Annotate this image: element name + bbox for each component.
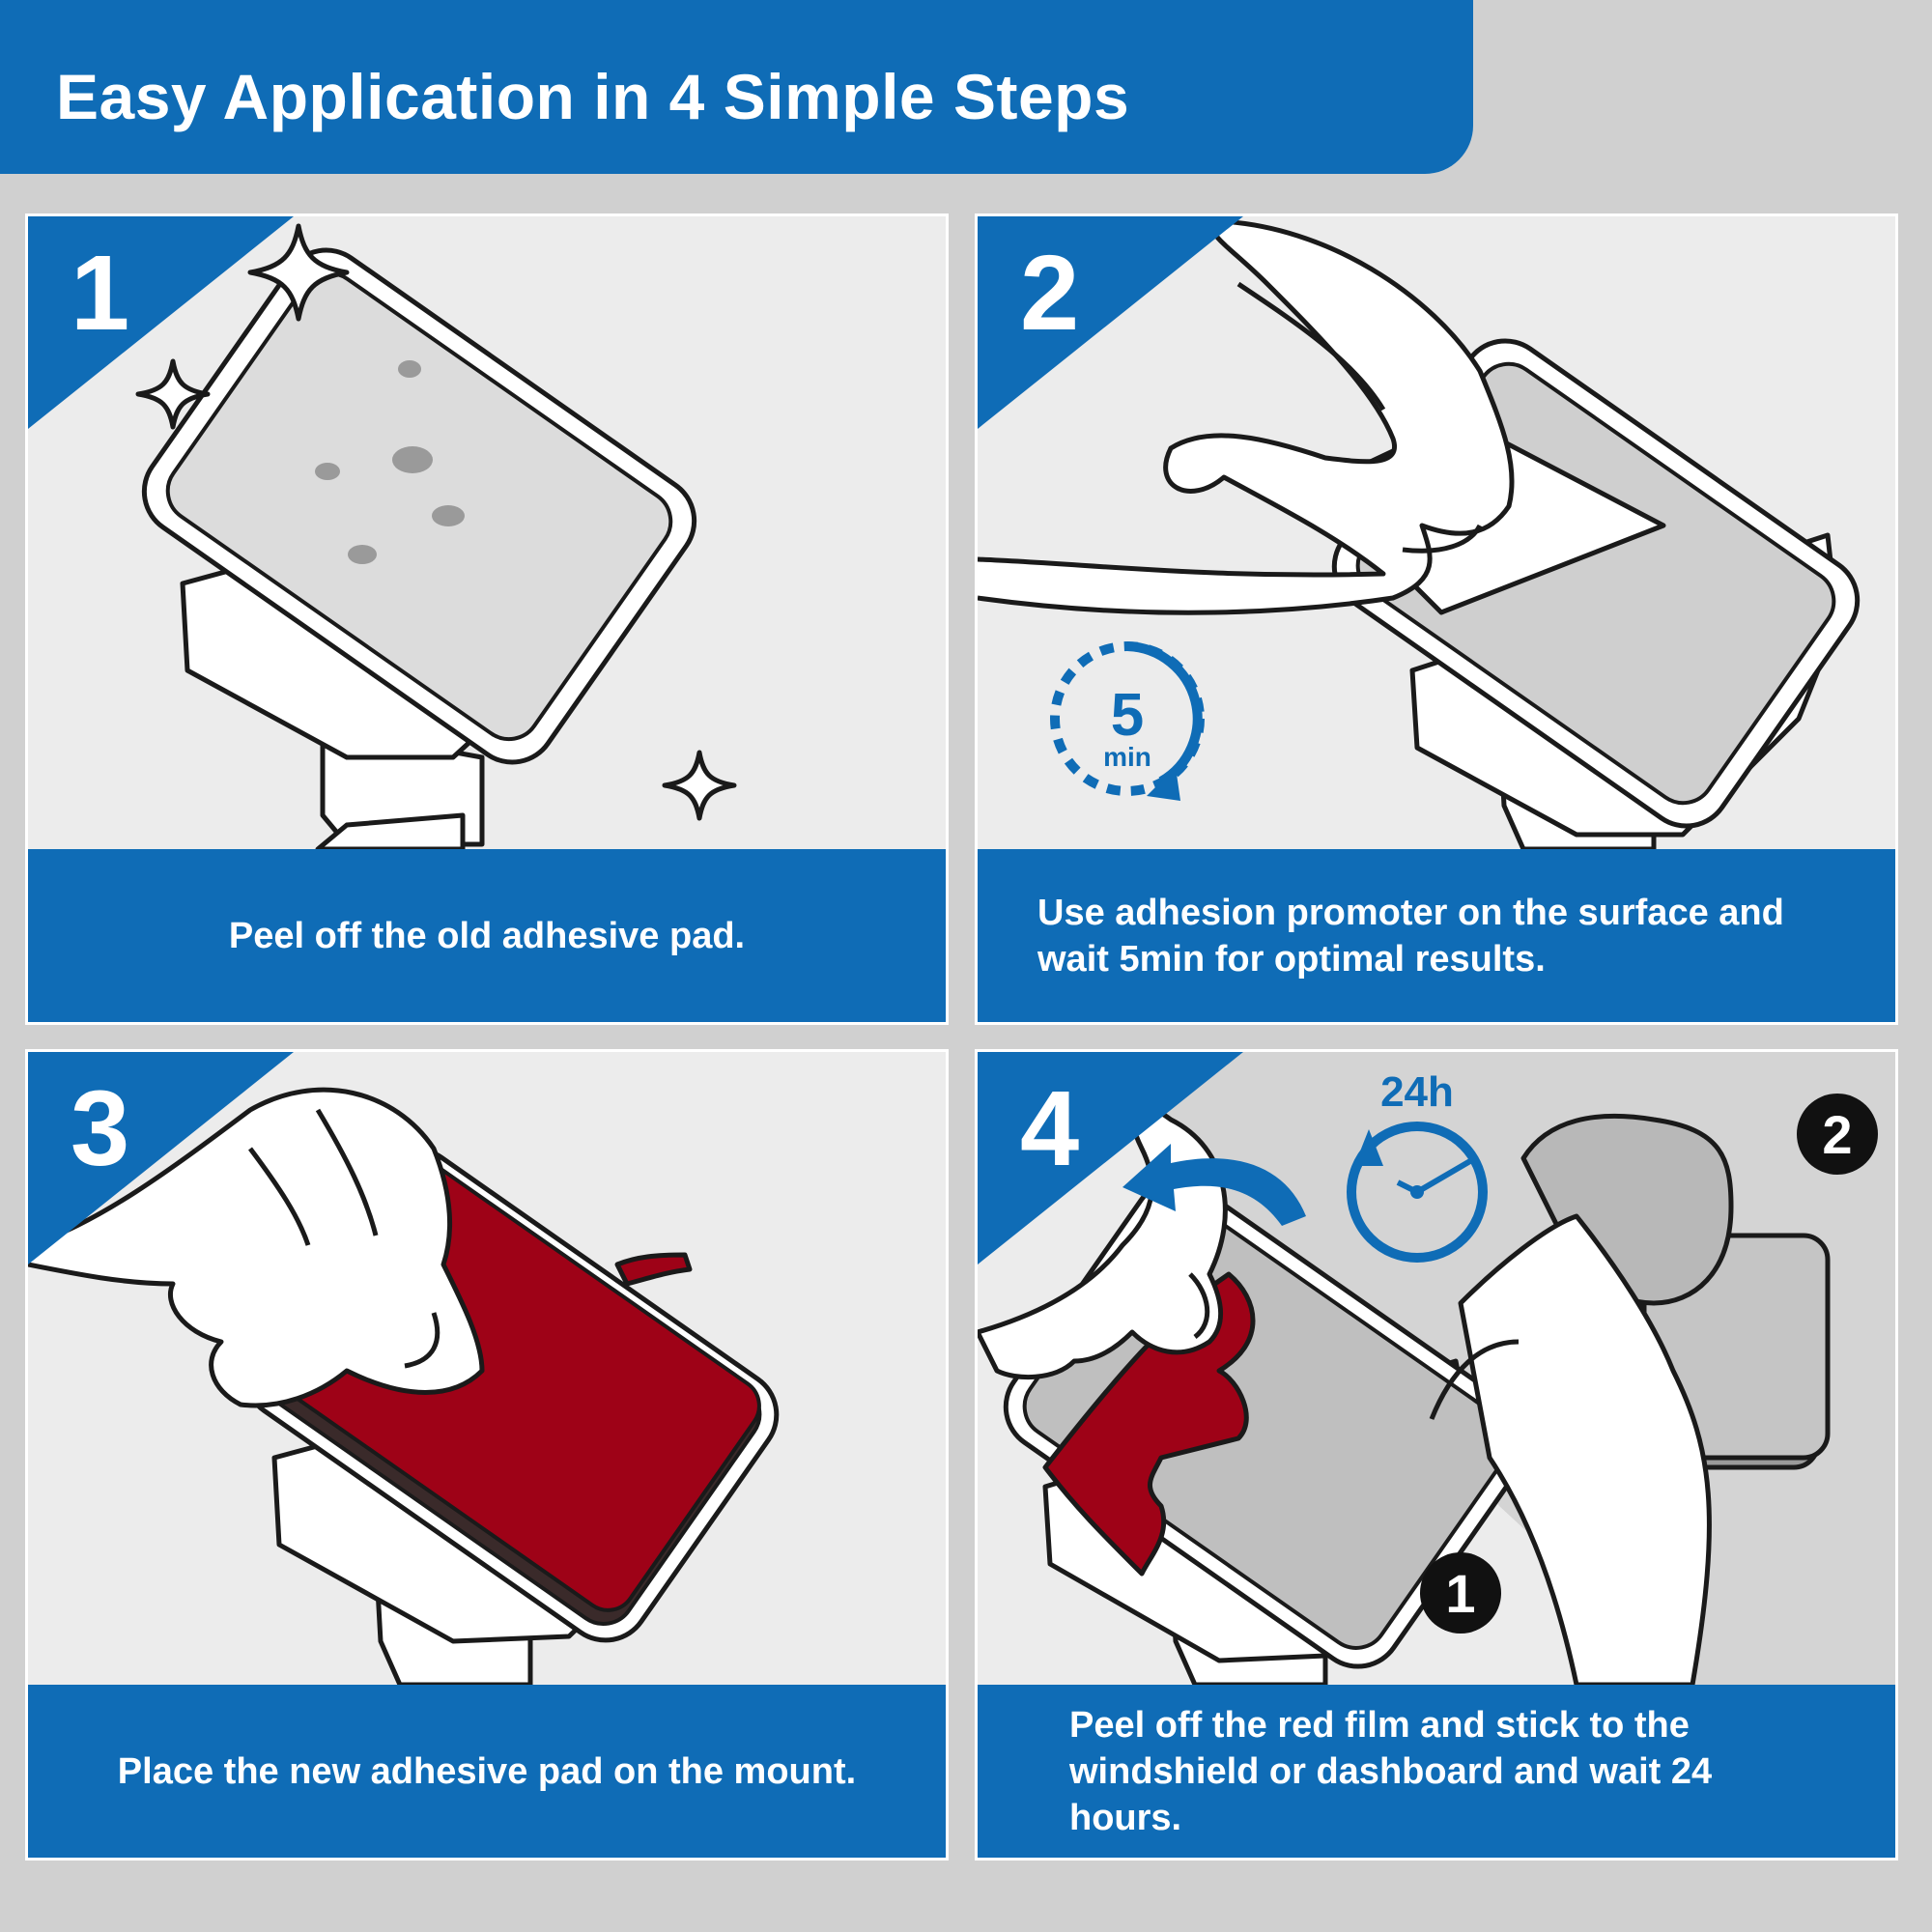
step-number: 1 — [71, 234, 130, 353]
step-caption: Place the new adhesive pad on the mount. — [117, 1750, 857, 1792]
peel-arrow-icon — [1122, 1144, 1306, 1226]
page-title: Easy Application in 4 Simple Steps — [56, 61, 1130, 132]
step-caption-box: Place the new adhesive pad on the mount. — [28, 1685, 946, 1858]
step-number: 2 — [1020, 234, 1080, 353]
header-banner: Easy Application in 4 Simple Steps — [0, 0, 1473, 174]
step-number: 4 — [1020, 1069, 1080, 1188]
clock-label: 24h — [1380, 1068, 1454, 1116]
step-2-panel: 5 min 2 Use adhesion promoter on the sur… — [975, 213, 1898, 1025]
step-caption-box: Use adhesion promoter on the surface and… — [978, 849, 1895, 1022]
step-caption: Peel off the red film and stick to the w… — [1069, 1704, 1713, 1838]
promoter-wipe-illustration: 5 min — [978, 218, 1861, 849]
badge-1: 1 — [1420, 1552, 1501, 1634]
svg-text:1: 1 — [1445, 1563, 1475, 1624]
svg-text:2: 2 — [1822, 1104, 1852, 1165]
peel-and-stick-illustration: 24h 1 2 — [978, 1052, 1895, 1685]
step-number: 3 — [71, 1069, 130, 1188]
mounted-device — [1429, 1113, 1831, 1685]
step-caption: Peel off the old adhesive pad. — [228, 915, 746, 956]
step-caption-box: Peel off the old adhesive pad. — [28, 849, 946, 1022]
sparkle-icons — [135, 223, 737, 821]
timer-value: 5 — [1111, 682, 1144, 749]
residue-spots — [315, 360, 465, 564]
place-pad-illustration — [28, 1087, 780, 1685]
badge-2: 2 — [1797, 1094, 1878, 1175]
step-4-panel: 24h 1 2 4 Peel off the red film and stic… — [975, 1049, 1898, 1861]
step-caption: Use adhesion promoter on the surface and… — [1037, 892, 1784, 980]
timer-unit: min — [1103, 742, 1151, 772]
clock-24h-icon: 24h — [1347, 1068, 1488, 1263]
timer-5min-icon: 5 min — [1050, 641, 1205, 801]
mount-clean-illustration — [135, 223, 737, 849]
step-1-panel: 1 Peel off the old adhesive pad. — [25, 213, 949, 1025]
step-3-panel: 3 Place the new adhesive pad on the moun… — [25, 1049, 949, 1861]
step-caption-box: Peel off the red film and stick to the w… — [978, 1685, 1895, 1858]
